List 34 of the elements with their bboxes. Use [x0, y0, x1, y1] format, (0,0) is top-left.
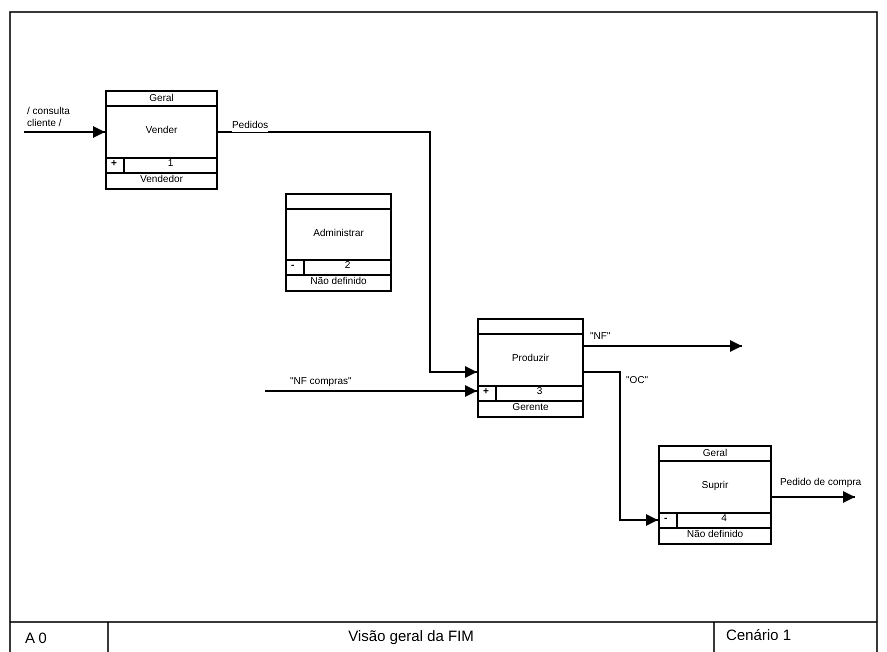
activity-box [477, 318, 584, 418]
responsible-role: Não definido [686, 529, 744, 540]
title-block-text: Cenário 1 [726, 627, 792, 644]
activity-number: 3 [536, 386, 544, 397]
activity-name: Suprir [700, 480, 730, 491]
responsible-role: Vendedor [139, 174, 184, 185]
edge-label: Pedidos [232, 120, 268, 132]
activity-box [658, 445, 772, 545]
activity-number: 1 [166, 158, 174, 169]
decomposition-sign: - [291, 260, 294, 271]
activity-name: Administrar [312, 228, 365, 238]
activity-name: Vender [144, 125, 178, 136]
arrow [584, 340, 742, 352]
activity-number: 4 [720, 513, 728, 524]
arrow [218, 131, 477, 378]
activity-box [105, 90, 218, 190]
edge-label: "NF compras" [290, 376, 352, 388]
decomposition-sign: - [664, 513, 668, 524]
decomposition-sign: + [111, 158, 117, 169]
arrow [772, 491, 855, 503]
edge-label: Pedido de compra [780, 477, 862, 489]
responsible-role: Não definido [309, 276, 368, 287]
box-header: Geral [148, 93, 175, 104]
arrow [584, 371, 658, 526]
arrow [265, 385, 477, 397]
activity-name: Produzir [510, 353, 550, 364]
title-block-text: A 0 [25, 630, 47, 647]
responsible-role: Gerente [511, 402, 550, 413]
activity-number: 2 [344, 260, 352, 271]
activity-box [285, 193, 392, 292]
arrow [24, 126, 105, 138]
decomposition-sign: + [483, 386, 489, 397]
diagram-title: Visão geral da FIM [347, 628, 475, 645]
box-header: Geral [702, 448, 728, 459]
